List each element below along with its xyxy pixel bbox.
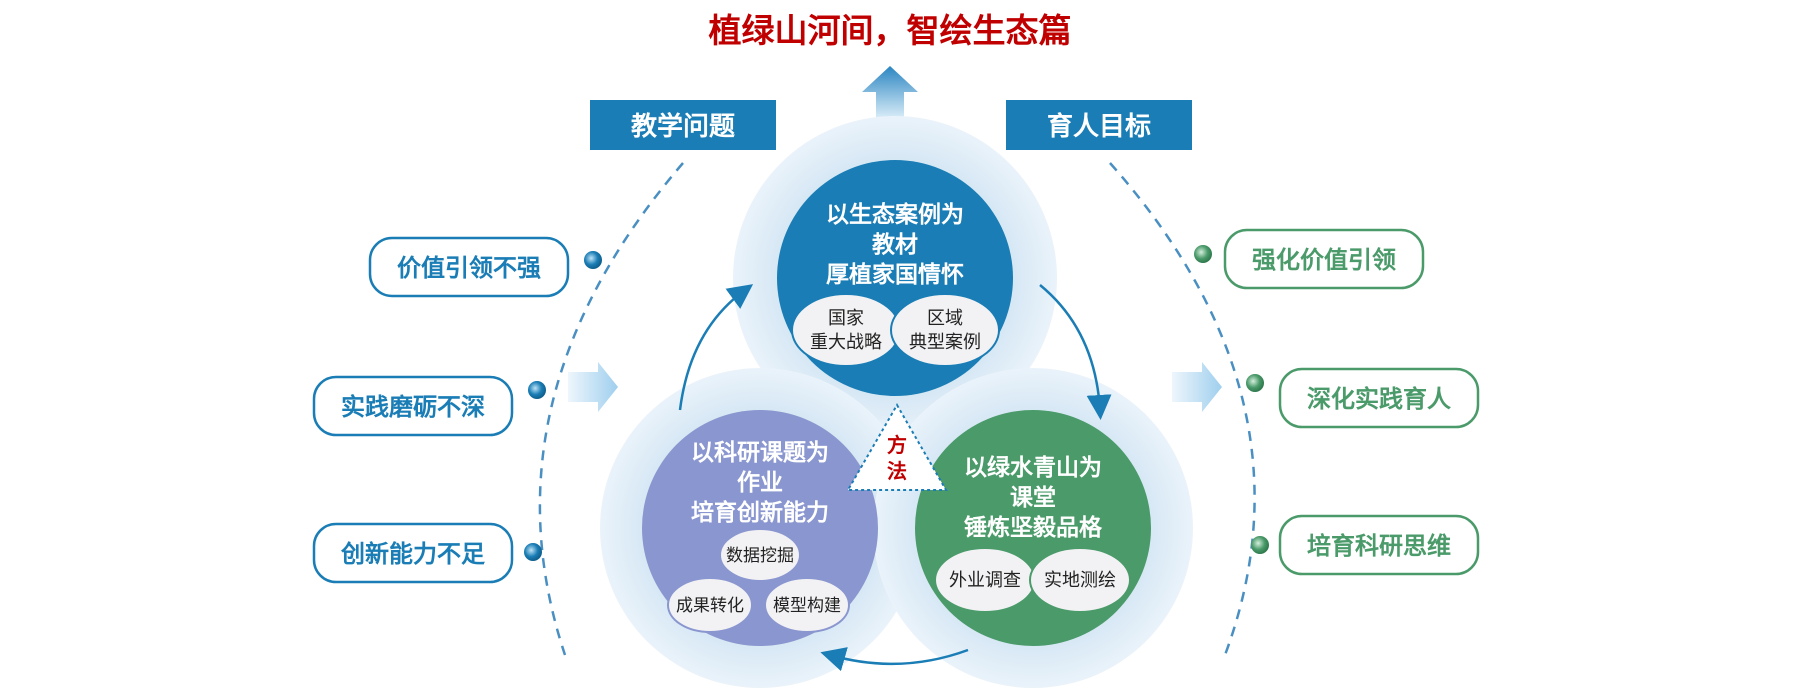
goal-text: 培育科研思维 — [1307, 532, 1451, 560]
right-side-arrow-icon — [1172, 362, 1222, 412]
problem-dot-icon — [528, 381, 546, 399]
goal-dot-icon — [1194, 245, 1212, 263]
left-bubble-text: 成果转化 — [676, 596, 744, 616]
left-circle-line: 作业 — [737, 470, 783, 496]
problem-pill: 创新能力不足 — [312, 522, 514, 584]
problem-pill: 价值引领不强 — [368, 236, 570, 298]
up-arrow-icon — [862, 66, 918, 118]
left-dashed-arc — [538, 162, 684, 656]
goal-text: 深化实践育人 — [1307, 385, 1451, 413]
top-bubble-text: 典型案例 — [909, 332, 981, 353]
top-bubble-national: 国家 重大战略 — [791, 293, 901, 367]
problem-text: 实践磨砺不深 — [341, 393, 485, 421]
method-label-char: 方 — [887, 433, 907, 457]
top-circle-line: 教材 — [872, 231, 918, 258]
right-bubble-text: 外业调查 — [949, 570, 1021, 591]
goal-pill: 深化实践育人 — [1278, 367, 1480, 429]
top-bubble-text: 国家 — [828, 308, 864, 329]
left-bubble-text: 模型构建 — [773, 596, 841, 616]
left-circle-line: 培育创新能力 — [691, 499, 829, 526]
goal-dot-icon — [1246, 374, 1264, 392]
top-circle-text: 以生态案例为 教材 厚植家国情怀 — [826, 201, 964, 288]
problem-dot-icon — [524, 543, 542, 561]
left-bubble-text: 数据挖掘 — [726, 546, 794, 566]
method-triangle: 方 法 — [846, 402, 948, 491]
left-bubble-data-mining: 数据挖掘 — [719, 528, 801, 582]
right-circle-line: 锤炼坚毅品格 — [964, 514, 1103, 541]
left-header-box: 教学问题 — [590, 100, 776, 150]
top-circle-line: 厚植家国情怀 — [826, 261, 964, 288]
diagram-title: 植绿山河间，智绘生态篇 — [709, 11, 1072, 50]
left-circle-line: 以科研课题为 — [691, 440, 829, 466]
left-bubble-model-building: 模型构建 — [764, 577, 850, 633]
left-side-arrow-icon — [568, 362, 618, 412]
top-bubble-regional: 区域 典型案例 — [890, 293, 1000, 367]
right-dashed-arc — [1109, 162, 1256, 656]
left-header-text: 教学问题 — [631, 111, 735, 142]
right-bubble-text: 实地测绘 — [1044, 570, 1116, 591]
problem-pill: 实践磨砺不深 — [312, 375, 514, 437]
method-label-char: 法 — [887, 459, 907, 483]
right-header-text: 育人目标 — [1047, 111, 1151, 142]
goal-pill: 培育科研思维 — [1278, 514, 1480, 576]
problem-text: 创新能力不足 — [340, 540, 485, 568]
cycle-arrow-left-to-top — [678, 284, 754, 411]
problem-dot-icon — [584, 251, 602, 269]
problem-text: 价值引领不强 — [397, 254, 541, 282]
right-circle-line: 以绿水青山为 — [964, 454, 1102, 481]
top-bubble-text: 重大战略 — [810, 332, 882, 353]
goal-pill: 强化价值引领 — [1223, 228, 1425, 290]
right-bubble-site-mapping: 实地测绘 — [1029, 547, 1131, 613]
goal-dot-icon — [1251, 536, 1269, 554]
right-circle-line: 课堂 — [1010, 485, 1056, 511]
right-bubble-field-survey: 外业调查 — [934, 547, 1036, 613]
goal-text: 强化价值引领 — [1252, 246, 1396, 274]
top-circle-line: 以生态案例为 — [826, 201, 964, 228]
top-bubble-text: 区域 — [927, 308, 963, 329]
right-header-box: 育人目标 — [1006, 100, 1192, 150]
left-bubble-result-transfer: 成果转化 — [667, 577, 753, 633]
cycle-arrow-top-to-right — [1039, 284, 1112, 420]
cycle-arrow-right-to-left — [820, 647, 969, 672]
